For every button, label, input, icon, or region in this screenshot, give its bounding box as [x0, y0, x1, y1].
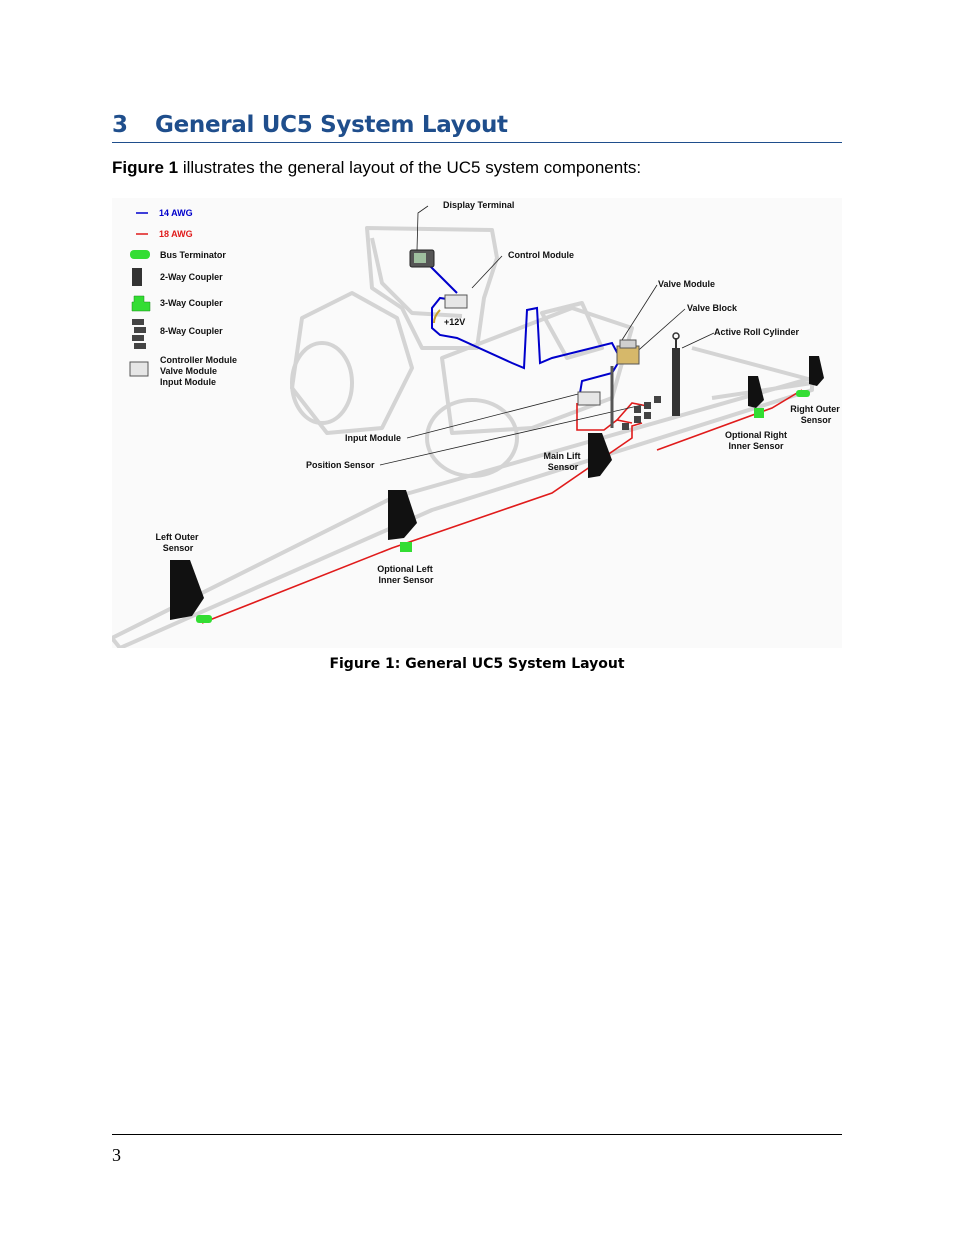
- control-module-icon: [444, 294, 468, 309]
- label-plus12v: +12V: [444, 317, 465, 327]
- two-way-coupler-icon: [132, 268, 142, 286]
- label-optional-right-1: Optional Right: [725, 430, 787, 440]
- section-number: 3: [112, 112, 129, 138]
- label-left-outer-1: Left Outer: [155, 532, 198, 542]
- legend-three-way: 3-Way Coupler: [160, 298, 223, 308]
- figure-reference[interactable]: Figure 1: [112, 158, 179, 177]
- legend-18awg-label: 18 AWG: [159, 229, 193, 239]
- eight-way-coupler-cluster: [622, 396, 661, 430]
- label-position-sensor: Position Sensor: [306, 460, 375, 470]
- legend-valve-module: Valve Module: [160, 366, 217, 376]
- display-terminal-icon: [409, 249, 435, 268]
- section-title: General UC5 System Layout: [155, 112, 508, 138]
- label-optional-left-1: Optional Left: [377, 564, 433, 574]
- page-number: 3: [112, 1145, 121, 1165]
- label-left-outer-2: Sensor: [163, 543, 194, 553]
- module-icon: [129, 361, 149, 377]
- label-control-module: Control Module: [508, 250, 574, 260]
- figure-legend: 14 AWG 18 AWG Bus Terminator 2-Way Coupl…: [129, 208, 237, 387]
- label-valve-module: Valve Module: [658, 279, 715, 289]
- optional-right-inner-sensor-icon: [748, 376, 764, 418]
- legend-bus-terminator: Bus Terminator: [160, 250, 226, 260]
- legend-two-way: 2-Way Coupler: [160, 272, 223, 282]
- label-main-lift-2: Sensor: [548, 462, 579, 472]
- figure-caption: Figure 1: General UC5 System Layout: [329, 656, 625, 672]
- three-way-coupler-icon: [131, 295, 151, 312]
- legend-14awg-label: 14 AWG: [159, 208, 193, 218]
- eight-way-coupler-icon: [132, 319, 146, 349]
- bus-terminator-icon: [130, 250, 150, 259]
- intro-paragraph: Figure 1 illustrates the general layout …: [112, 158, 641, 178]
- label-valve-block: Valve Block: [687, 303, 738, 313]
- right-outer-sensor-icon: [796, 356, 824, 397]
- footer-rule: [112, 1134, 842, 1135]
- legend-input-module: Input Module: [160, 377, 216, 387]
- label-optional-left-2: Inner Sensor: [378, 575, 434, 585]
- legend-eight-way: 8-Way Coupler: [160, 326, 223, 336]
- label-input-module: Input Module: [345, 433, 401, 443]
- label-display-terminal: Display Terminal: [443, 200, 514, 210]
- label-main-lift-1: Main Lift: [544, 451, 581, 461]
- input-module-icon: [577, 391, 601, 406]
- power-lead: [433, 309, 441, 324]
- label-right-outer-1: Right Outer: [790, 404, 840, 414]
- active-roll-cylinder-icon: [610, 332, 680, 428]
- intro-text: illustrates the general layout of the UC…: [178, 158, 642, 177]
- section-heading: 3 General UC5 System Layout: [112, 110, 842, 143]
- label-active-roll-cylinder: Active Roll Cylinder: [714, 327, 800, 337]
- optional-left-inner-sensor-icon: [388, 490, 417, 552]
- label-optional-right-2: Inner Sensor: [728, 441, 784, 451]
- leader-lines: [379, 205, 715, 466]
- left-outer-sensor-icon: [170, 560, 212, 623]
- label-right-outer-2: Sensor: [801, 415, 832, 425]
- legend-controller-module: Controller Module: [160, 355, 237, 365]
- system-layout-figure: 14 AWG 18 AWG Bus Terminator 2-Way Coupl…: [110, 198, 842, 650]
- valve-block-icon: [616, 339, 640, 365]
- main-lift-sensor-icon: [588, 433, 612, 478]
